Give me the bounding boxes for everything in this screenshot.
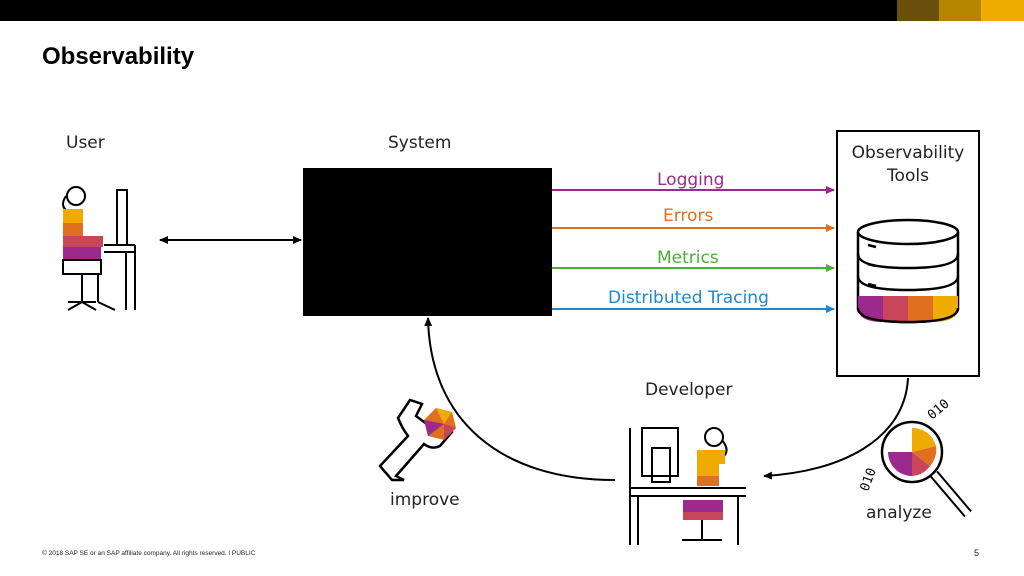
footer-copyright: © 2018 SAP SE or an SAP affiliate compan…	[42, 550, 256, 557]
observability-tools-box: Observability Tools	[836, 130, 980, 377]
flow-label-errors: Errors	[663, 206, 714, 226]
improve-arrow	[424, 317, 616, 481]
magnifier-icon: 010 010	[858, 396, 972, 518]
system-box	[303, 168, 552, 316]
wrench-icon	[378, 398, 456, 482]
database-icon	[856, 218, 960, 324]
svg-text:010: 010	[925, 396, 953, 423]
tools-title-line2: Tools	[887, 166, 929, 186]
improve-label: improve	[390, 490, 460, 510]
analyze-arrow	[763, 377, 909, 480]
flow-label-distributed-tracing: Distributed Tracing	[608, 288, 769, 308]
user-label: User	[66, 133, 105, 153]
tools-title-line1: Observability	[851, 143, 965, 163]
flow-label-metrics: Metrics	[657, 248, 719, 268]
observability-tools-title: Observability Tools	[838, 142, 978, 188]
system-label: System	[388, 133, 452, 153]
top-bar	[0, 0, 1024, 21]
top-bar-graphic	[0, 0, 1024, 21]
page-number: 5	[974, 548, 980, 558]
slide-title: Observability	[42, 43, 195, 70]
svg-text:010: 010	[858, 466, 880, 493]
analyze-label: analyze	[866, 503, 932, 523]
developer-label: Developer	[645, 380, 733, 400]
user-person-icon	[62, 186, 136, 311]
flow-label-logging: Logging	[657, 170, 725, 190]
developer-person-icon	[629, 427, 746, 545]
